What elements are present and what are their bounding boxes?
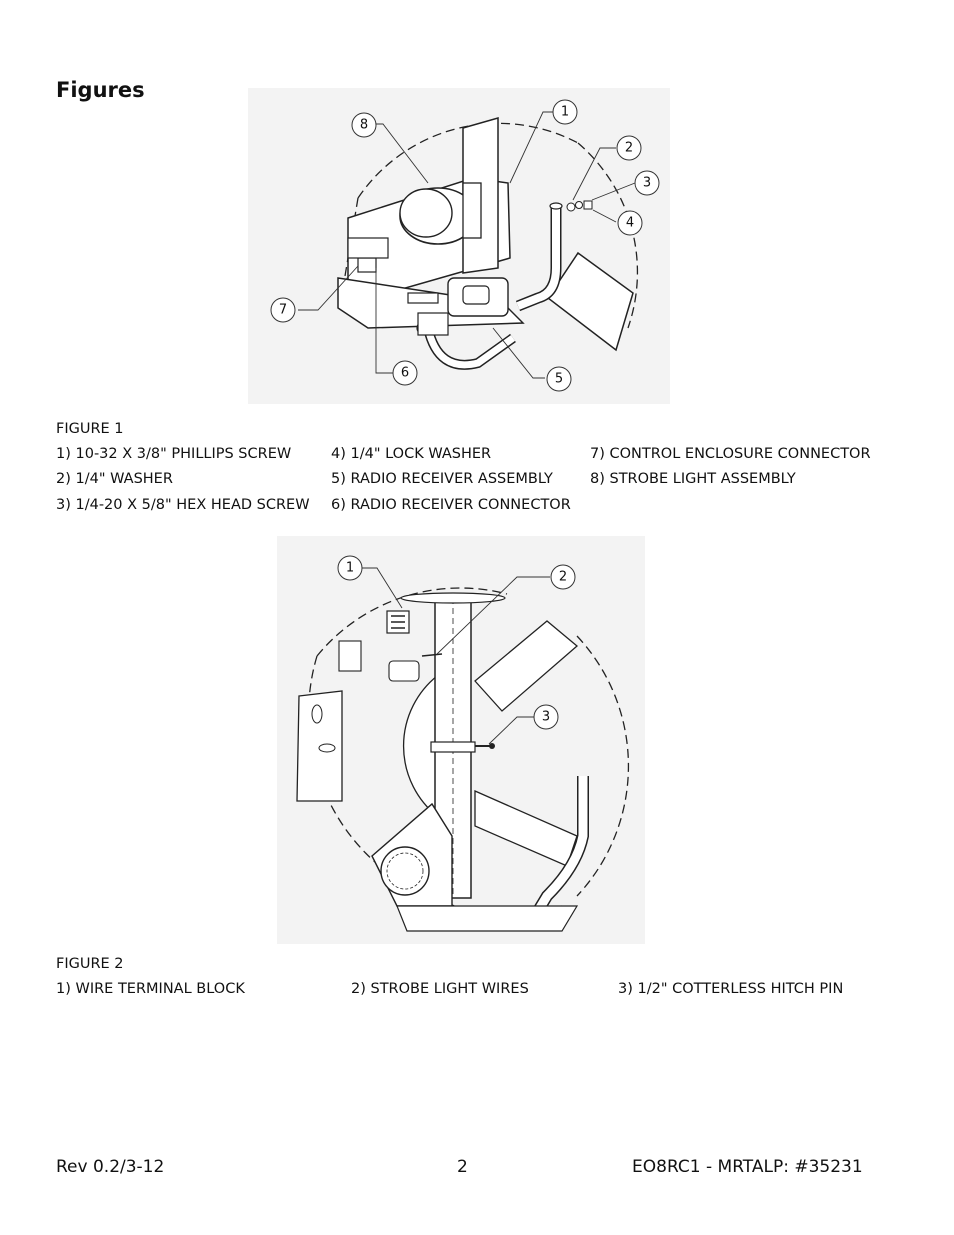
figure-1-callout-2: 2 <box>625 141 633 156</box>
figure-1-drawing: 1 2 3 4 5 6 7 8 <box>248 88 670 404</box>
figure-1-legend-item: 6) RADIO RECEIVER CONNECTOR <box>331 497 571 513</box>
figure-1-legend-item: 3) 1/4-20 X 5/8" HEX HEAD SCREW <box>56 497 310 513</box>
footer-page-number: 2 <box>457 1157 468 1177</box>
figure-2-legend-item: 2) STROBE LIGHT WIRES <box>351 981 529 997</box>
figure-2-callout-2: 2 <box>559 570 567 585</box>
figure-2-drawing: 1 2 3 <box>277 536 645 944</box>
figure-1-legend-item: 1) 10-32 X 3/8" PHILLIPS SCREW <box>56 446 292 462</box>
figure-1-legend-item: 4) 1/4" LOCK WASHER <box>331 446 492 462</box>
figure-2-title: FIGURE 2 <box>56 956 124 972</box>
figure-1-callout-4: 4 <box>626 216 634 231</box>
figure-1-legend-item: 7) CONTROL ENCLOSURE CONNECTOR <box>590 446 871 462</box>
footer-document-id: EO8RC1 - MRTALP: #35231 <box>632 1157 863 1177</box>
figure-2-legend-item: 1) WIRE TERMINAL BLOCK <box>56 981 245 997</box>
figure-2-callout-1: 1 <box>346 561 354 576</box>
footer-revision: Rev 0.2/3-12 <box>56 1157 165 1177</box>
figure-1-title: FIGURE 1 <box>56 421 124 437</box>
figure-1-callout-1: 1 <box>561 105 569 120</box>
figure-1-callout-6: 6 <box>401 366 409 381</box>
figure-1-callout-8: 8 <box>360 118 368 133</box>
figure-1-legend-item: 2) 1/4" WASHER <box>56 471 173 487</box>
figure-1-legend-item: 5) RADIO RECEIVER ASSEMBLY <box>331 471 553 487</box>
figure-1-callout-5: 5 <box>555 372 563 387</box>
figure-1-callout-3: 3 <box>643 176 651 191</box>
figure-1-legend-item: 8) STROBE LIGHT ASSEMBLY <box>590 471 796 487</box>
figure-2-legend-item: 3) 1/2" COTTERLESS HITCH PIN <box>618 981 844 997</box>
figure-1-callout-7: 7 <box>279 303 287 318</box>
page-title: Figures <box>56 78 145 102</box>
figure-2-callout-3: 3 <box>542 710 550 725</box>
